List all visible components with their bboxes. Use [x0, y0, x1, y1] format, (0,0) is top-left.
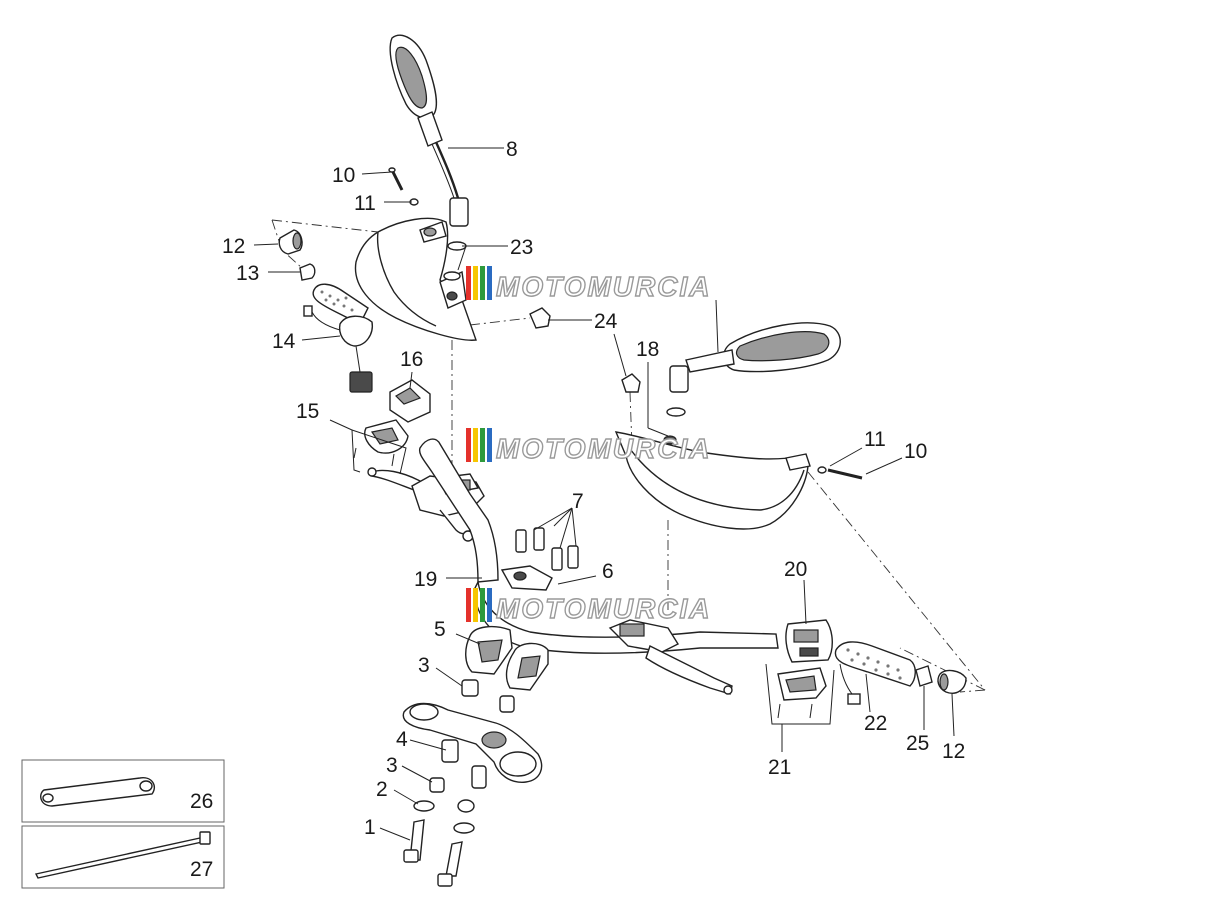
callout-numbers: 8 10 11 12 23 13 24 14 18 16 15 11 10 7 … — [222, 138, 965, 839]
inset-26: 26 — [21, 759, 225, 823]
left-switch — [353, 379, 431, 467]
callout-16: 16 — [400, 348, 423, 371]
callout-18: 18 — [636, 338, 659, 361]
callout-11-right: 11 — [864, 428, 886, 451]
callout-26: 26 — [190, 790, 213, 813]
triple-clamp — [402, 702, 543, 783]
right-brake-assembly — [608, 619, 733, 695]
callout-27: 27 — [190, 858, 213, 881]
callout-10-right: 10 — [904, 440, 927, 463]
callout-8: 8 — [506, 138, 518, 161]
callout-10-left: 10 — [332, 164, 355, 187]
right-switch — [765, 619, 835, 725]
callout-25: 25 — [906, 732, 929, 755]
callout-5: 5 — [434, 618, 446, 641]
callout-21: 21 — [768, 756, 791, 779]
callout-12-right: 12 — [942, 740, 965, 763]
callout-14: 14 — [272, 330, 296, 353]
inset-27: 27 — [21, 825, 225, 889]
callout-20: 20 — [784, 558, 807, 581]
callout-19: 19 — [414, 568, 437, 591]
watermark-2: MOTOMURCIA — [466, 428, 711, 465]
right-grip — [834, 641, 967, 705]
bar-risers — [461, 625, 549, 713]
right-handguard — [614, 431, 811, 530]
watermark-text: MOTOMURCIA — [496, 433, 711, 464]
callout-3-upper: 3 — [418, 654, 430, 677]
watermark-text: MOTOMURCIA — [496, 593, 711, 624]
nut-24 — [529, 307, 641, 393]
callout-22: 22 — [864, 712, 887, 735]
lower-bolts — [403, 739, 487, 887]
callout-23: 23 — [510, 236, 533, 259]
callout-12-left: 12 — [222, 235, 245, 258]
clamp-bolts — [500, 527, 579, 591]
assembly-lines — [271, 219, 986, 693]
callout-15: 15 — [296, 400, 319, 423]
watermark-3: MOTOMURCIA — [466, 588, 711, 625]
callout-7: 7 — [572, 490, 584, 513]
callout-1: 1 — [364, 816, 376, 839]
watermark-1: MOTOMURCIA — [466, 266, 711, 303]
callout-3-lower: 3 — [386, 754, 398, 777]
callout-11-left: 11 — [354, 192, 376, 215]
left-handguard — [354, 217, 477, 341]
bolt-10-left — [388, 167, 419, 206]
callout-leaders — [253, 147, 955, 841]
right-mirror — [666, 322, 841, 417]
left-grip-parts — [278, 229, 373, 393]
watermark-text: MOTOMURCIA — [496, 271, 711, 302]
callout-2: 2 — [376, 778, 388, 801]
callout-24: 24 — [594, 310, 618, 333]
callout-4: 4 — [396, 728, 408, 751]
callout-6: 6 — [602, 560, 614, 583]
bolt-10-right — [817, 466, 863, 480]
left-mirror — [389, 34, 469, 251]
callout-13: 13 — [236, 262, 259, 285]
